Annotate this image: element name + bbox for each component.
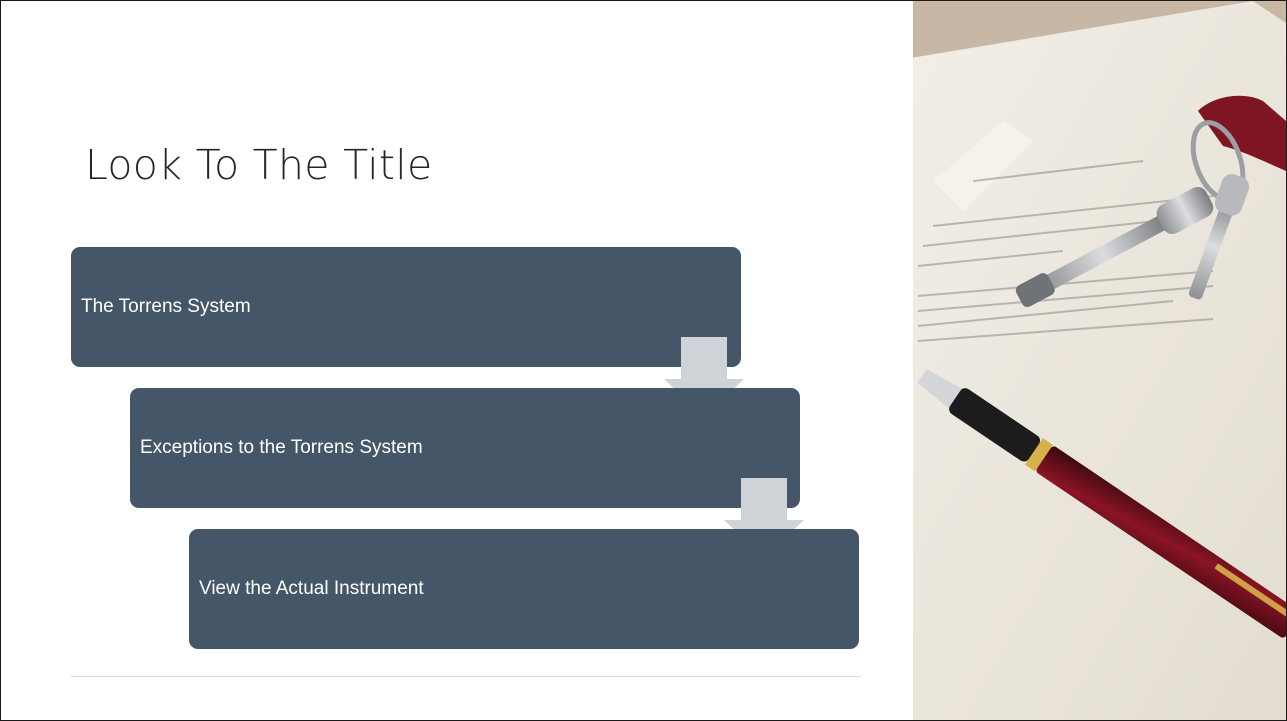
process-step-1-label: The Torrens System xyxy=(81,296,251,317)
document-keys-pen-photo xyxy=(913,1,1286,720)
slide-title: Look To The Title xyxy=(85,141,433,189)
process-step-3-label: View the Actual Instrument xyxy=(199,578,424,599)
photo-illustration xyxy=(913,1,1286,720)
footer-divider xyxy=(71,676,861,677)
process-step-2: Exceptions to the Torrens System xyxy=(130,388,800,508)
process-step-2-label: Exceptions to the Torrens System xyxy=(140,437,423,458)
process-step-3: View the Actual Instrument xyxy=(189,529,859,649)
process-step-1: The Torrens System xyxy=(71,247,741,367)
